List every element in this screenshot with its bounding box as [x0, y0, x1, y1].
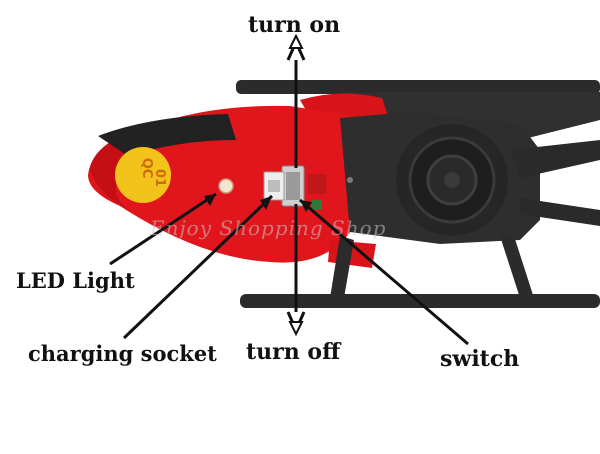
switch-label: switch	[440, 346, 520, 372]
qc-badge	[115, 147, 171, 203]
pointer-arrowheads	[204, 194, 312, 212]
pointer-lines	[109, 192, 469, 346]
rear-strut	[500, 236, 534, 298]
turn-on-label: turn on	[248, 12, 341, 38]
led-light-label: LED Light	[16, 268, 135, 293]
badge-text-1: QC	[139, 158, 154, 179]
front-strut	[330, 236, 354, 298]
windshield	[98, 114, 236, 156]
badge-text-2: 01	[152, 169, 167, 187]
charging-socket-label: charging socket	[28, 341, 217, 366]
top-frame-rail	[236, 80, 600, 94]
led-light	[218, 178, 234, 194]
watermark-text: Enjoy Shopping Shop	[150, 216, 387, 240]
turn-off-label: turn off	[246, 339, 341, 365]
